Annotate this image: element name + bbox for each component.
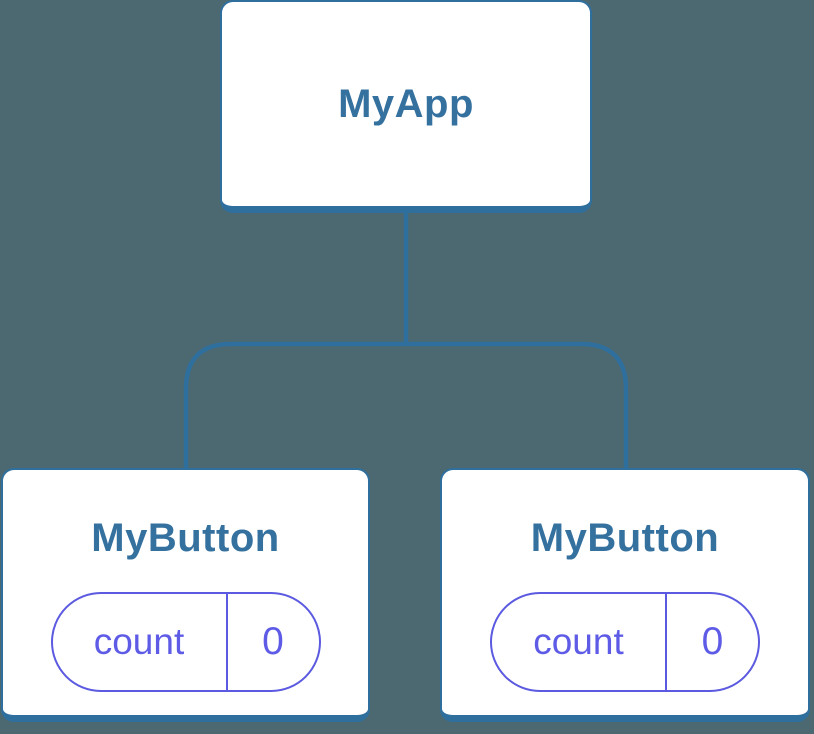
component-node-mybutton-2: MyButton count 0 (440, 468, 810, 722)
component-label-myapp: MyApp (338, 82, 474, 126)
state-pill-2: count 0 (490, 592, 760, 692)
state-value-2: 0 (701, 620, 724, 663)
component-node-mybutton-1: MyButton count 0 (1, 468, 370, 722)
state-key-label-1: count (53, 594, 228, 690)
component-node-myapp: MyApp (220, 0, 592, 213)
connector-branch (183, 341, 629, 470)
state-pill-1: count 0 (50, 592, 321, 692)
state-value-1: 0 (262, 620, 284, 663)
component-label-mybutton-1: MyButton (91, 516, 280, 560)
component-label-mybutton-2: MyButton (530, 516, 720, 560)
state-key-label-2: count (492, 594, 667, 690)
